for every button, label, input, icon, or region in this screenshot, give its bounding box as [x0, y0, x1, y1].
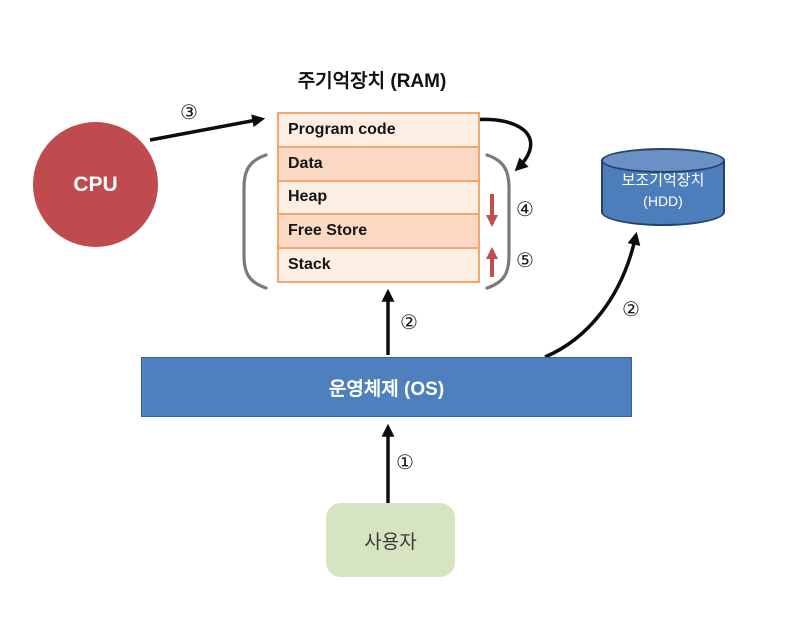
hdd-label-line2: (HDD) [643, 193, 683, 209]
ram-row-data: Data [279, 147, 478, 182]
step-3-badge: ③ [180, 100, 198, 124]
hdd-cylinder: 보조기억장치 (HDD) [601, 148, 725, 228]
arrow-cpu-to-ram [149, 114, 266, 142]
cpu-circle: CPU [33, 122, 158, 247]
ram-title: 주기억장치 (RAM) [297, 71, 447, 92]
os-label: 운영체제 (OS) [328, 378, 445, 400]
step-2-ram-badge: ② [400, 310, 418, 334]
hdd-label: 보조기억장치 (HDD) [601, 170, 725, 211]
ram-row-heap: Heap [279, 181, 478, 216]
left-bracket [242, 153, 268, 290]
ram-row-free-store: Free Store [279, 215, 478, 250]
step-4-badge: ④ [516, 197, 534, 221]
cpu-label: CPU [73, 172, 118, 196]
ram-table: Program code Data Heap Free Store Stack [277, 112, 480, 283]
user-label: 사용자 [364, 531, 417, 553]
ram-row-program-code: Program code [279, 114, 478, 148]
right-bracket [485, 153, 511, 290]
os-bar: 운영체제 (OS) [141, 357, 632, 417]
step-2-hdd-badge: ② [622, 297, 640, 321]
hdd-label-line1: 보조기억장치 [621, 172, 705, 189]
step-5-badge: ⑤ [516, 248, 534, 272]
hdd-cylinder-top [601, 148, 725, 173]
user-box: 사용자 [326, 503, 455, 577]
ram-row-stack: Stack [279, 249, 478, 281]
arrow-os-to-hdd [544, 231, 641, 359]
step-1-badge: ① [396, 450, 414, 474]
